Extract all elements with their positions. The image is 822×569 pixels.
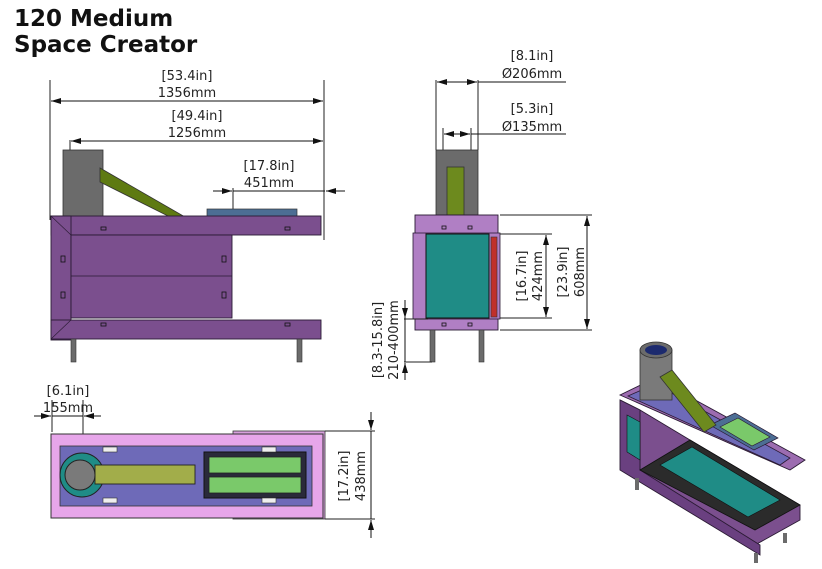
dim-opening-offset-mm: 451mm [244,176,294,191]
dim-depth-inch: [17.2in] [337,451,352,502]
iso-arm [659,369,717,433]
dim-flue-inner-mm: Ø135mm [502,120,562,135]
exhaust-arm [99,167,187,218]
side-view: [53.4in] 1356mm [49.4in] 1256mm [17.8in]… [49,69,345,363]
dim-overall-height-mm: 608mm [573,247,588,297]
dim-opening-offset-inch: [17.8in] [244,159,295,174]
dim-inner-length-inch: [49.4in] [172,109,223,124]
dim-overall-length-mm: 1356mm [158,86,216,101]
dim-depth-mm: 438mm [354,451,369,501]
burner-slot [208,456,302,474]
dim-overall-height-inch: [23.9in] [556,247,571,298]
drawing-title: 120 Medium Space Creator [14,6,197,58]
dim-inner-length-mm: 1256mm [168,126,226,141]
dim-flue-outer-inch: [8.1in] [511,49,554,64]
isometric-view [618,341,806,563]
bottom-frame [50,319,322,340]
flue-pipe [62,149,104,218]
dim-leg-height-inch: [8.3-15.8in] [371,302,386,378]
leg [70,338,77,363]
leg [478,329,485,363]
top-frame [50,215,322,236]
title-line-1: 120 Medium [14,6,174,32]
title-line-2: Space Creator [14,32,198,58]
dim-flue-inner-inch: [5.3in] [511,102,554,117]
top-view: [6.1in] 155mm [17.2in] 438mm [34,384,375,538]
dim-flue-center-mm: 155mm [43,401,93,416]
dim-opening-height-inch: [16.7in] [515,251,530,302]
top-arm [94,464,196,485]
flue-top [64,459,96,491]
glass-panel [425,233,490,319]
front-view: [8.1in] Ø206mm [5.3in] Ø135mm [16.7in] 4… [371,49,592,380]
firebox-body [70,234,233,319]
dim-overall-length-inch: [53.4in] [162,69,213,84]
burner-slot [208,476,302,494]
dim-flue-center-inch: [6.1in] [47,384,90,399]
dim-opening-height-mm: 424mm [531,251,546,301]
dim-flue-outer-mm: Ø206mm [502,67,562,82]
leg [429,329,436,363]
dim-leg-height-mm: 210-400mm [387,300,402,380]
leg [296,338,303,363]
